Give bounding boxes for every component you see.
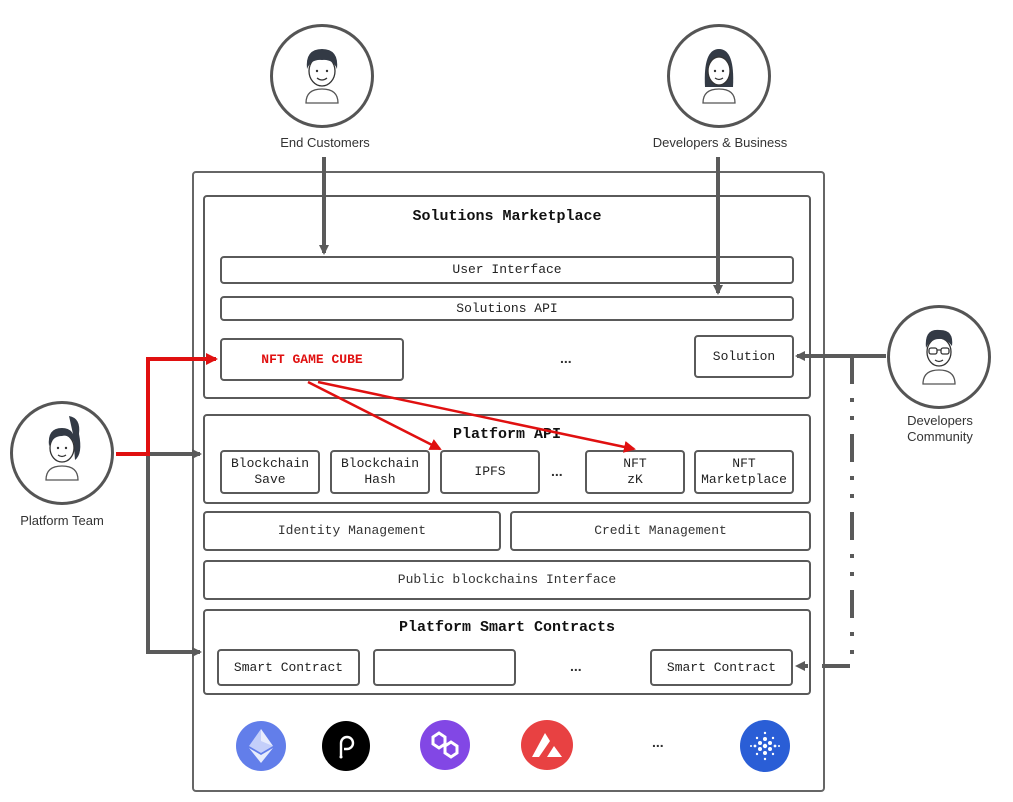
person-icon xyxy=(305,49,339,104)
polkadot-logo xyxy=(322,721,370,771)
public-blockchains-interface-box[interactable]: Public blockchains Interface xyxy=(203,560,811,600)
smart-contract-box-first[interactable]: Smart Contract xyxy=(217,649,360,686)
person-icon xyxy=(922,329,956,385)
identity-management-box[interactable]: Identity Management xyxy=(203,511,501,551)
end-customers-label: End Customers xyxy=(280,135,370,150)
smart-contract-box-last[interactable]: Smart Contract xyxy=(650,649,793,686)
polkadot-icon xyxy=(339,735,355,759)
smart-contracts-ellipsis: ... xyxy=(570,658,582,674)
platform-api-ellipsis: ... xyxy=(551,463,563,479)
developers-business-avatar xyxy=(667,24,771,128)
developers-community-label: Developers Community xyxy=(907,413,973,444)
user-interface-box[interactable]: User Interface xyxy=(220,256,794,284)
polygon-icon xyxy=(431,731,459,759)
person-icon xyxy=(702,49,736,104)
chains-ellipsis: ... xyxy=(652,734,664,750)
credit-management-box[interactable]: Credit Management xyxy=(510,511,811,551)
solutions-marketplace-title: Solutions Marketplace xyxy=(412,208,602,225)
blockchain-hash-box[interactable]: Blockchain Hash xyxy=(330,450,430,494)
nft-marketplace-box[interactable]: NFT Marketplace xyxy=(694,450,794,494)
nft-game-cube-box[interactable]: NFT GAME CUBE xyxy=(220,338,404,381)
cardano-icon xyxy=(750,731,780,761)
marketplace-ellipsis: ... xyxy=(560,350,572,366)
platform-team-avatar xyxy=(10,401,114,505)
ipfs-box[interactable]: IPFS xyxy=(440,450,540,494)
smart-contracts-title: Platform Smart Contracts xyxy=(398,619,616,636)
blockchain-save-box[interactable]: Blockchain Save xyxy=(220,450,320,494)
smart-contract-box-empty[interactable] xyxy=(373,649,516,686)
ethereum-logo xyxy=(236,721,286,771)
solution-box[interactable]: Solution xyxy=(694,335,794,378)
solutions-api-box[interactable]: Solutions API xyxy=(220,296,794,321)
person-icon xyxy=(45,416,81,481)
platform-team-label: Platform Team xyxy=(20,513,104,528)
ethereum-icon xyxy=(249,729,273,763)
nft-zk-box[interactable]: NFT zK xyxy=(585,450,685,494)
polygon-logo xyxy=(420,720,470,770)
developers-business-label: Developers & Business xyxy=(652,135,788,150)
platform-api-title: Platform API xyxy=(452,426,562,443)
developers-community-avatar xyxy=(887,305,991,409)
cardano-logo xyxy=(740,720,790,772)
avalanche-logo xyxy=(521,720,573,770)
avalanche-icon xyxy=(532,733,562,757)
end-customers-avatar xyxy=(270,24,374,128)
